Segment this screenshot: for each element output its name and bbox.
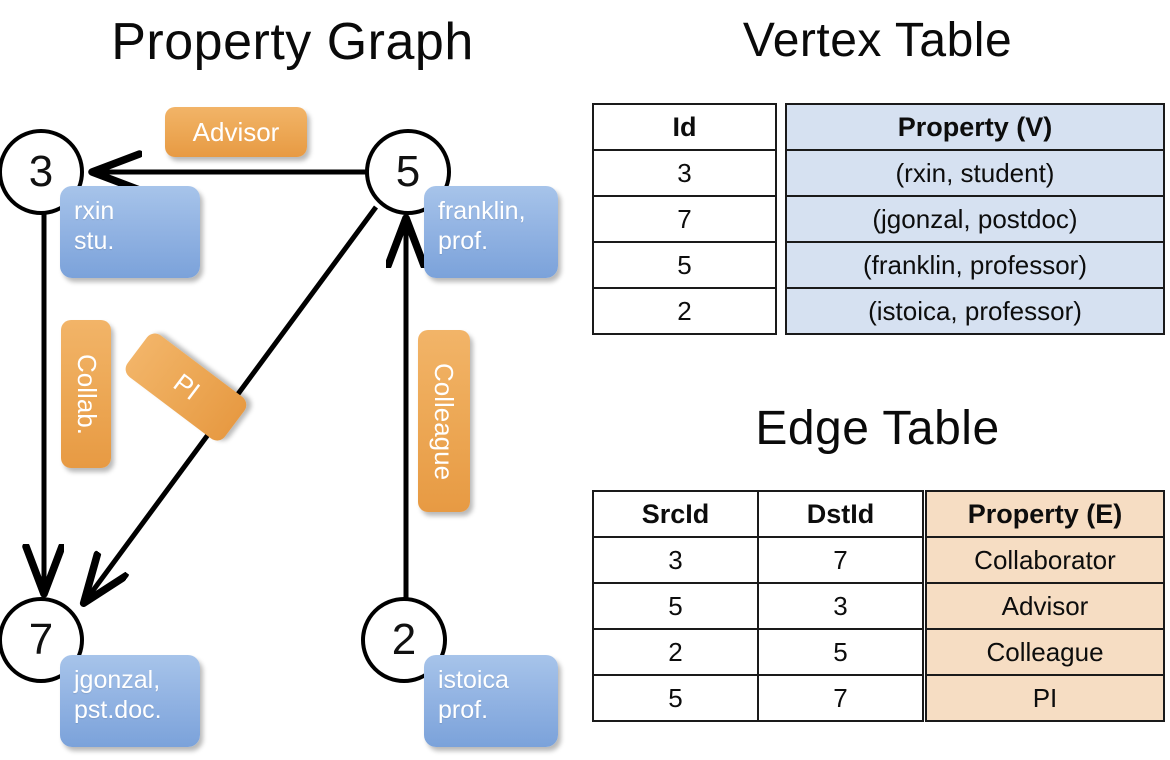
edge-header-srcid: SrcId <box>592 490 759 538</box>
page-title-vertex-table: Vertex Table <box>742 14 1013 67</box>
vertex-callout-3-line-2: stu. <box>74 227 115 255</box>
property-graph-diagram: 3 5 7 2 rxin stu. franklin, prof. jgonza… <box>0 107 558 747</box>
vertex-callout-2-line-2: prof. <box>438 696 489 724</box>
vertex-cell-id: 3 <box>592 149 777 197</box>
edge-header-dstid: DstId <box>757 490 924 538</box>
edge-cell-srcid: 5 <box>592 582 759 630</box>
vertex-callout-3: rxin stu. <box>60 186 200 278</box>
vertex-cell-id: 5 <box>592 241 777 289</box>
edge-table-property-column: Property (E) Collaborator Advisor Collea… <box>925 490 1165 722</box>
table-row: 5 <box>592 241 777 289</box>
edge-cell-dstid: 3 <box>757 582 924 630</box>
vertex-table-property-column: Property (V) (rxin, student) (jgonzal, p… <box>785 103 1165 335</box>
table-row: 2 5 <box>592 628 924 676</box>
edge-cell-srcid: 2 <box>592 628 759 676</box>
table-row: Collaborator <box>925 536 1165 584</box>
table-row: Advisor <box>925 582 1165 630</box>
table-row: (istoica, professor) <box>785 287 1165 335</box>
table-header-row: Id <box>592 103 777 151</box>
vertex-cell-id: 7 <box>592 195 777 243</box>
edge-cell-dstid: 5 <box>757 628 924 676</box>
graph-node-2-label: 2 <box>391 615 417 664</box>
table-row: 5 7 <box>592 674 924 722</box>
vertex-header-id: Id <box>592 103 777 151</box>
vertex-callout-2-line-1: istoica <box>438 666 509 694</box>
vertex-header-property: Property (V) <box>785 103 1165 151</box>
vertex-cell-property: (rxin, student) <box>785 149 1165 197</box>
graph-node-2[interactable]: 2 <box>361 597 447 683</box>
vertex-callout-5-line-2: prof. <box>438 227 489 255</box>
edge-cell-srcid: 5 <box>592 674 759 722</box>
table-header-row: Property (V) <box>785 103 1165 151</box>
graph-node-7-label: 7 <box>28 615 54 664</box>
edge-cell-property: Colleague <box>925 628 1165 676</box>
vertex-cell-property: (franklin, professor) <box>785 241 1165 289</box>
edge-table-id-columns: SrcId DstId 3 7 5 3 2 5 5 7 <box>592 490 924 722</box>
vertex-callout-7-line-2: pst.doc. <box>74 696 162 724</box>
edge-cell-srcid: 3 <box>592 536 759 584</box>
table-row: 2 <box>592 287 777 335</box>
edge-label-collab: Collab. <box>61 320 111 468</box>
table-row: 5 3 <box>592 582 924 630</box>
table-row: (franklin, professor) <box>785 241 1165 289</box>
table-row: 3 7 <box>592 536 924 584</box>
vertex-table-id-column: Id 3 7 5 2 <box>592 103 777 335</box>
edge-cell-property: PI <box>925 674 1165 722</box>
vertex-callout-3-line-1: rxin <box>74 197 115 225</box>
page-title-edge-table: Edge Table <box>755 402 1000 455</box>
edge-label-colleague: Colleague <box>418 330 470 512</box>
vertex-cell-property: (istoica, professor) <box>785 287 1165 335</box>
table-row: 7 <box>592 195 777 243</box>
vertex-cell-id: 2 <box>592 287 777 335</box>
edge-cell-dstid: 7 <box>757 536 924 584</box>
page-title-property-graph: Property Graph <box>111 13 474 71</box>
table-header-row: Property (E) <box>925 490 1165 538</box>
graph-node-5-label: 5 <box>395 147 421 196</box>
graph-node-3-label: 3 <box>28 147 54 196</box>
vertex-callout-2: istoica prof. <box>424 655 558 747</box>
edge-cell-property: Advisor <box>925 582 1165 630</box>
edge-label-advisor: Advisor <box>165 107 307 157</box>
vertex-callout-7-line-1: jgonzal, <box>74 666 161 694</box>
table-row: PI <box>925 674 1165 722</box>
table-row: Colleague <box>925 628 1165 676</box>
table-header-row: SrcId DstId <box>592 490 924 538</box>
vertex-callout-5: franklin, prof. <box>424 186 558 278</box>
table-row: (rxin, student) <box>785 149 1165 197</box>
edge-header-property: Property (E) <box>925 490 1165 538</box>
table-row: (jgonzal, postdoc) <box>785 195 1165 243</box>
edge-cell-dstid: 7 <box>757 674 924 722</box>
vertex-cell-property: (jgonzal, postdoc) <box>785 195 1165 243</box>
table-row: 3 <box>592 149 777 197</box>
vertex-callout-7: jgonzal, pst.doc. <box>60 655 200 747</box>
vertex-callout-5-line-1: franklin, <box>438 197 526 225</box>
graph-node-5[interactable]: 5 <box>365 129 451 215</box>
edge-cell-property: Collaborator <box>925 536 1165 584</box>
